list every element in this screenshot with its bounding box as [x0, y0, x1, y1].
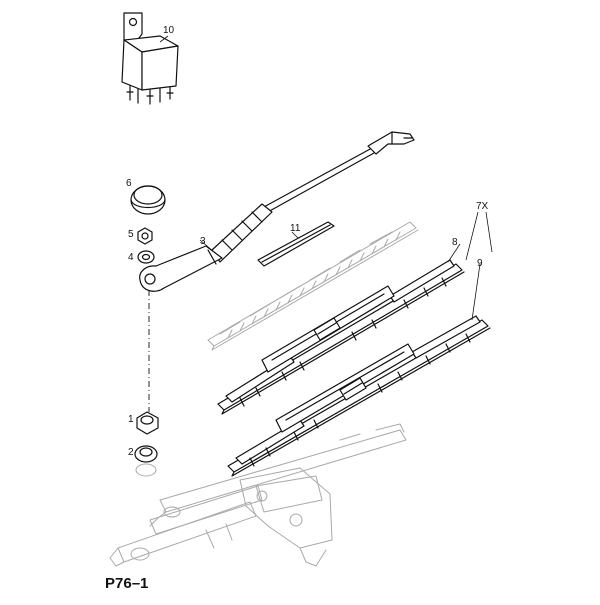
callout-9: 9 [477, 258, 483, 269]
bush-nut-part [136, 411, 159, 435]
seal-ring-part [134, 445, 158, 463]
washer-part [137, 250, 155, 264]
wiper-blade-9-part [227, 315, 491, 477]
cap-part [130, 185, 166, 215]
callout-1: 1 [128, 414, 134, 425]
ghost-wiper-blade [207, 221, 419, 351]
callout-7x: 7X [476, 201, 489, 212]
callout-3: 3 [200, 236, 206, 247]
callout-8: 8 [452, 237, 458, 248]
callout-10: 10 [163, 25, 175, 36]
wiper-blade-8-part [217, 259, 465, 415]
relay-part [121, 12, 179, 105]
ghost-wiper-linkage [109, 423, 407, 567]
figure-code: P76–1 [105, 575, 148, 592]
callout-6: 6 [126, 178, 132, 189]
callout-4: 4 [128, 252, 134, 263]
leader-lines [159, 35, 493, 321]
insert-strip-part [257, 221, 335, 267]
callout-5: 5 [128, 229, 134, 240]
callout-2: 2 [128, 447, 134, 458]
callout-11: 11 [290, 223, 301, 234]
wiper-arm-part [139, 131, 415, 292]
nut-part [137, 227, 153, 245]
